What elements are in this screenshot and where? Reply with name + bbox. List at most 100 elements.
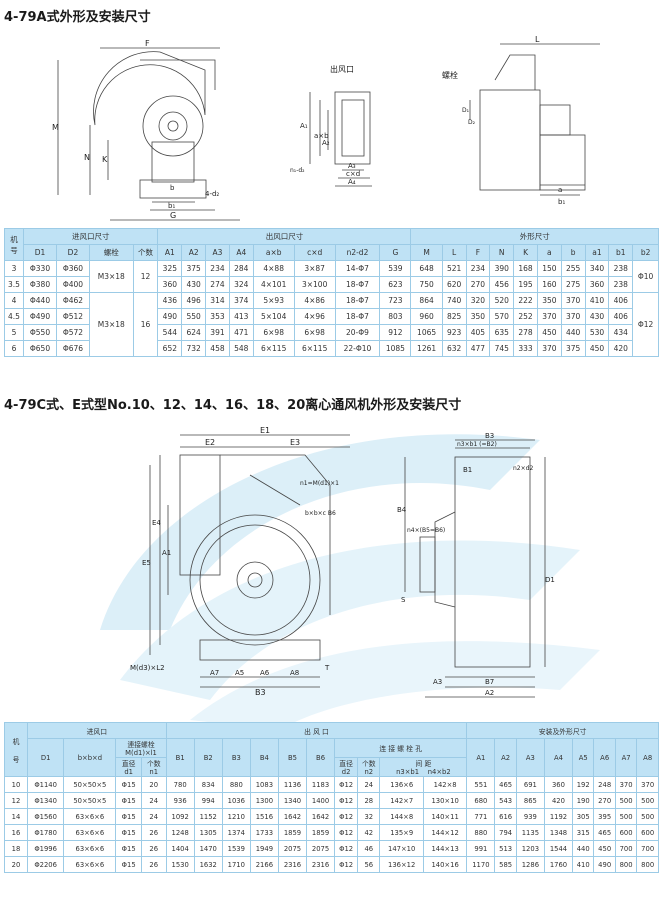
table-cell: 500 [636,792,659,809]
col-a5: A5 [572,738,595,777]
table-cell: 252 [513,308,538,325]
table-cell: Φ1560 [26,808,65,825]
table-cell: 1470 [193,840,223,857]
table-cell: 1859 [306,824,336,841]
col-header-17: a [536,244,562,261]
table-cell: 723 [379,292,412,309]
table-cell: Φ650 [23,340,57,357]
table-cell: 500 [614,808,638,825]
table-cell: 238 [608,276,634,293]
dim-a1: A₁ [300,122,308,130]
table-cell: 56 [357,856,381,873]
table-cell: 1136 [277,776,308,793]
dim-a2: A₂ [322,139,330,147]
table-cell: 375 [560,340,586,357]
table-cell: 333 [513,340,538,357]
col-header-11: G [379,244,412,261]
table-cell: 370 [560,308,586,325]
table-cell: 732 [181,340,207,357]
dim-t: T [324,664,330,672]
table-cell: 923 [441,324,467,341]
table-cell: 794 [494,824,517,841]
table-cell: 284 [228,260,254,277]
table-cell: 1642 [306,808,336,825]
table-cell: 391 [205,324,230,341]
table-cell: 5×93 [252,292,295,309]
table-cell: 10 [4,776,28,793]
col-header-18: b [560,244,586,261]
table-cell: 994 [193,792,223,809]
table-cell: 500 [636,808,659,825]
col-header-7: A4 [228,244,254,261]
dim-a2-side: A2 [485,689,494,697]
table-cell: 234 [465,260,491,277]
table-cell: 5×104 [252,308,295,325]
table-cell: 880 [221,776,251,793]
dim-b3-c: B3 [255,688,266,697]
diagram-side-view: L 螺栓 D₁ D₂ a b₁ [442,35,600,206]
table-cell: 1183 [306,776,336,793]
table-cell: Φ380 [23,276,57,293]
table-cell: 750 [410,276,443,293]
table-cell: 803 [379,308,412,325]
table-cell: 430 [181,276,207,293]
table-cell: 234 [205,260,230,277]
table-cell: 4×86 [293,292,336,309]
diagram-c-front: E1 E2 E3 E4 A1 E5 M(d3)×L2 n1=M(d1)×1 b×… [130,426,350,697]
col-header-6: A3 [205,244,230,261]
table-cell: 539 [379,260,412,277]
table-cell: 1152 [193,808,223,825]
header2-inlet: 进风口 [27,722,167,739]
title-4-79a: 4-79A式外形及安装尺寸 [4,10,151,25]
table-cell: 370 [536,340,562,357]
table-cell: 406 [608,308,634,325]
table-cell: 20 [140,776,167,793]
header2-install: 安装及外形尺寸 [466,722,659,739]
table-cell: 395 [593,808,616,825]
table-cell: 450 [584,340,610,357]
dim-a8: A8 [290,669,299,677]
table-cell: 1036 [221,792,251,809]
table-cell: Φ12 [334,776,359,793]
table-cell: 6×98 [293,324,336,341]
table-cell: 1539 [221,840,251,857]
table-cell: Φ12 [334,792,359,809]
table-cell: 1949 [249,840,279,857]
title-4-79c: 4-79C式、E式型No.10、12、14、16、18、20离心通风机外形及安装… [4,398,462,413]
table-cell: 374 [228,292,254,309]
table-cell: 140×11 [422,808,468,825]
table-cell: 136×6 [379,776,424,793]
dim-a3-side: A3 [433,678,442,686]
table-cell: 32 [357,808,381,825]
dim-k: K [102,155,108,164]
col-header-16: K [513,244,538,261]
table-cell: 18-Φ7 [334,308,381,325]
table-cell: 168 [513,260,538,277]
table-cell: 600 [614,824,638,841]
table-cell: 222 [513,292,538,309]
table-cell: Φ15 [115,792,142,809]
table-cell: 570 [489,308,515,325]
table-cell: Φ15 [115,776,142,793]
table-cell: 1859 [277,824,308,841]
dim-m: M [52,123,59,132]
table-cell: 270 [593,792,616,809]
table-cell: 1544 [543,840,574,857]
table-cell: 771 [466,808,496,825]
table-cell: Φ15 [115,856,142,873]
table-cell: 360 [543,776,574,793]
table-cell: 340 [584,260,610,277]
dim-a-side: a [558,186,562,194]
table-cell: 6×115 [252,340,295,357]
table-cell: Φ1996 [26,840,65,857]
table-cell: 305 [572,808,595,825]
table-cell: 4×88 [252,260,295,277]
table-cell: 12 [4,792,28,809]
table-cell: 405 [465,324,491,341]
